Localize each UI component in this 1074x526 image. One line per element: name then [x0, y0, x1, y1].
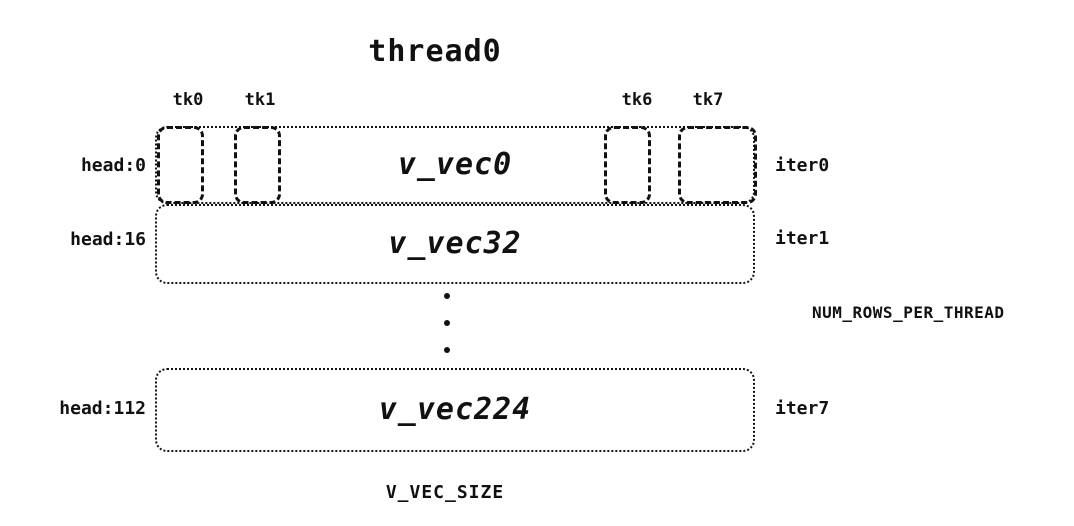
vertical-ellipsis-icon [443, 293, 451, 353]
v-vec32-label: v_vec32 [388, 226, 522, 261]
v-vec224-label: v_vec224 [378, 392, 532, 427]
head-offset-112-label: head:112 [59, 398, 146, 419]
tk6-label: tk6 [621, 90, 653, 110]
vector-row-iter1: v_vec32 [155, 204, 755, 284]
tk0-label: tk0 [172, 90, 204, 110]
v-vec-size-label: V_VEC_SIZE [385, 482, 505, 503]
tk1-box [234, 126, 281, 204]
iter1-label: iter1 [775, 228, 830, 249]
vector-row-iter0: v_vec0 [155, 126, 757, 204]
num-rows-per-thread-label: NUM_ROWS_PER_THREAD [812, 303, 1005, 322]
tk7-label: tk7 [692, 90, 724, 110]
head-offset-0-label: head:0 [80, 155, 146, 176]
head-offset-16-label: head:16 [70, 229, 146, 250]
iter7-label: iter7 [775, 398, 830, 419]
diagram-title: thread0 [368, 34, 502, 69]
vector-row-iter7: v_vec224 [155, 368, 755, 452]
tk0-box [157, 126, 204, 204]
tk1-label: tk1 [244, 90, 276, 110]
tk7-box [678, 126, 757, 204]
iter0-label: iter0 [775, 155, 830, 176]
tk6-box [604, 126, 651, 204]
v-vec0-label: v_vec0 [397, 147, 513, 182]
